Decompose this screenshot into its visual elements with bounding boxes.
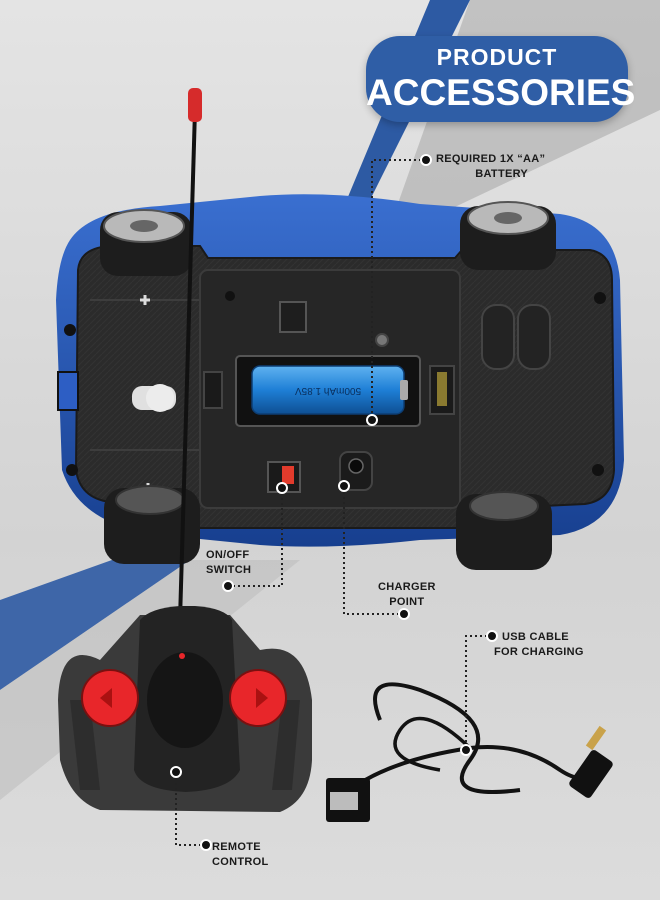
callout-battery-line2: BATTERY	[475, 168, 529, 180]
background-stripe-bottom	[0, 550, 190, 690]
badge-line-accessories: ACCESSORIES	[366, 72, 636, 113]
remote-control-icon	[58, 606, 312, 812]
wheel-front-top	[100, 209, 192, 276]
badge-line-product: PRODUCT	[436, 44, 558, 70]
battery-label: 500mAh 1.85V	[295, 385, 361, 396]
callout-switch-line1: ON/OFF	[206, 549, 250, 561]
callout-usb-line2: FOR CHARGING	[494, 646, 584, 658]
callout-charger: CHARGER POINT	[378, 580, 436, 610]
callout-usb: USB CABLE FOR CHARGING	[494, 630, 584, 660]
callout-dots	[170, 154, 498, 851]
callout-leaders	[175, 159, 492, 846]
callout-switch: ON/OFF SWITCH	[206, 548, 251, 578]
callout-charger-line2: POINT	[389, 596, 425, 608]
wheel-rear-top	[460, 201, 556, 270]
usb-cable-icon	[326, 682, 613, 822]
callout-battery: REQUIRED 1X “AA” BATTERY	[436, 152, 545, 182]
callout-usb-line1: USB CABLE	[502, 631, 569, 643]
charger-port-icon	[339, 451, 373, 491]
callout-battery-line1: REQUIRED 1X “AA”	[436, 153, 546, 165]
callout-remote: REMOTE CONTROL	[212, 840, 268, 870]
antenna-icon	[178, 88, 202, 621]
wheel-rear-bottom	[456, 491, 552, 570]
switch-icon	[267, 461, 301, 493]
product-accessories-badge: PRODUCT ACCESSORIES	[366, 36, 636, 122]
callout-remote-line2: CONTROL	[212, 856, 269, 868]
callout-switch-line2: SWITCH	[206, 564, 252, 576]
battery-compartment	[235, 355, 421, 427]
callout-charger-line1: CHARGER	[378, 581, 436, 593]
callout-remote-line1: REMOTE	[212, 841, 261, 853]
wheel-front-bottom	[104, 485, 200, 564]
